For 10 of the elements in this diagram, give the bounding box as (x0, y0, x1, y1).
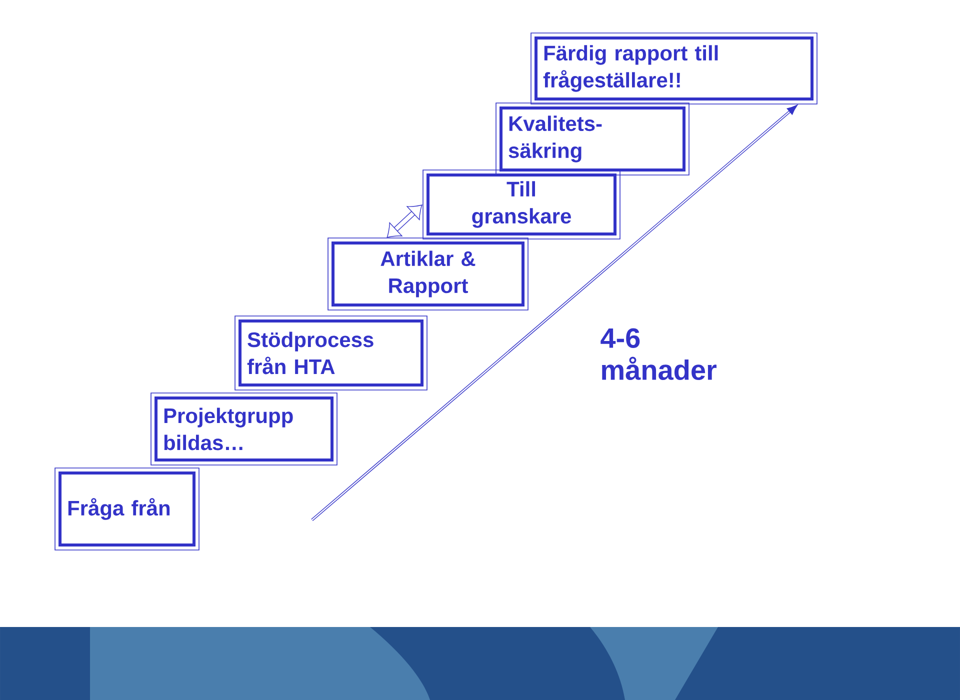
step-box: Projektgrupp bildas… (150, 392, 338, 466)
step-box: Stödprocess från HTA (234, 316, 428, 390)
duration-label: 4-6 månader (600, 328, 716, 380)
step-box: Färdig rapport till frågeställare!! (530, 32, 818, 104)
arrow (386, 204, 422, 238)
arrow (311, 104, 798, 521)
step-box: Fråga från (54, 468, 200, 550)
step-box: Kvalitets- säkring (496, 102, 690, 176)
step-box: Till granskare (422, 170, 620, 240)
step-box: Artiklar & Rapport (328, 238, 528, 310)
